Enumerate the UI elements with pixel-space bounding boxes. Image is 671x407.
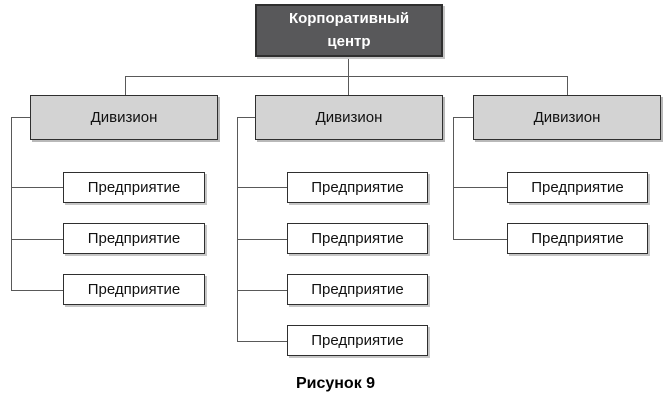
org-node-enterprise-2-2: Предприятие <box>287 223 428 254</box>
bracket-3-stub-2 <box>453 239 507 240</box>
org-node-enterprise-2-3: Предприятие <box>287 274 428 305</box>
bracket-1-stub-3 <box>11 290 63 291</box>
bracket-3-vertical <box>453 117 454 239</box>
bracket-2-stub-4 <box>237 341 287 342</box>
bracket-2-stub-3 <box>237 290 287 291</box>
bracket-1-elbow <box>11 117 30 118</box>
org-node-enterprise-1-2: Предприятие <box>63 223 205 254</box>
org-node-enterprise-2-1: Предприятие <box>287 172 428 203</box>
org-node-division-2: Дивизион <box>255 95 443 140</box>
connector-top-rail <box>125 76 568 77</box>
org-node-enterprise-2-4: Предприятие <box>287 325 428 356</box>
bracket-1-stub-2 <box>11 239 63 240</box>
bracket-3-stub-1 <box>453 187 507 188</box>
bracket-2-stub-1 <box>237 187 287 188</box>
bracket-3-elbow <box>453 117 473 118</box>
bracket-2-vertical <box>237 117 238 341</box>
org-node-division-1: Дивизион <box>30 95 218 140</box>
connector-drop-division-1 <box>125 76 126 95</box>
org-node-enterprise-1-1: Предприятие <box>63 172 205 203</box>
figure-caption: Рисунок 9 <box>295 375 376 392</box>
connector-drop-division-3 <box>567 76 568 95</box>
bracket-2-stub-2 <box>237 239 287 240</box>
bracket-1-vertical <box>11 117 12 290</box>
org-node-enterprise-1-3: Предприятие <box>63 274 205 305</box>
bracket-2-elbow <box>237 117 255 118</box>
bracket-1-stub-1 <box>11 187 63 188</box>
org-node-corporate-center: Корпоративный центр <box>255 4 443 57</box>
org-node-division-3: Дивизион <box>473 95 661 140</box>
org-node-enterprise-3-1: Предприятие <box>507 172 648 203</box>
org-node-enterprise-3-2: Предприятие <box>507 223 648 254</box>
